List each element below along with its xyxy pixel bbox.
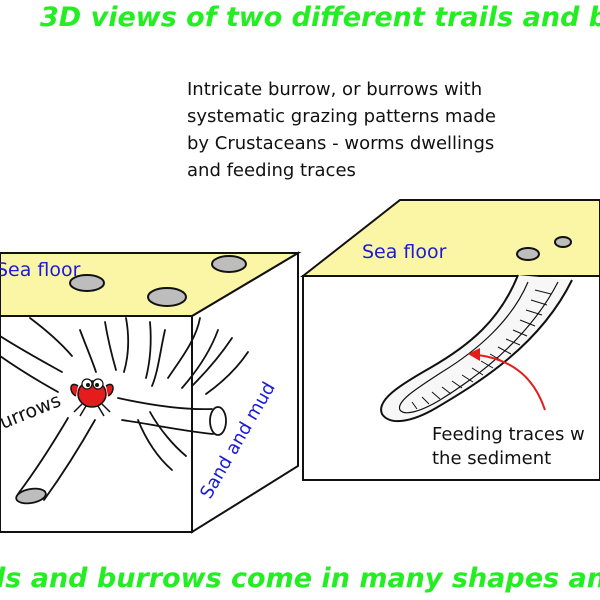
right-sea-floor-label: Sea floor (362, 241, 447, 263)
right-block-sea-floor (300, 199, 600, 277)
feeding-arrow (468, 348, 546, 411)
feeding-traces-line-2: the sediment (432, 448, 551, 469)
description-line-2: systematic grazing patterns made (187, 106, 496, 127)
burrow-network (0, 317, 249, 505)
burrow-opening (554, 236, 572, 248)
feeding-traces-line-1: Feeding traces w (432, 424, 585, 445)
burrow-opening (211, 255, 247, 273)
right-block: Sea floor Feeding traces w the sediment (300, 199, 600, 481)
description-line-1: Intricate burrow, or burrows with (187, 79, 482, 100)
crab-icon (70, 378, 114, 417)
footer-caption: ls and burrows come in many shapes and s (0, 563, 600, 594)
burrow-opening (69, 274, 105, 292)
description-text: Intricate burrow, or burrows with system… (187, 79, 496, 181)
left-block: Sea floor urrows Sand and mud (0, 251, 302, 534)
feeding-trace (380, 274, 573, 423)
left-sea-floor-label: Sea floor (0, 259, 81, 281)
description-line-4: and feeding traces (187, 160, 356, 181)
burrow-opening (516, 247, 540, 261)
diagram-title: 3D views of two different trails and bur (40, 2, 600, 33)
description-line-3: by Crustaceans - worms dwellings (187, 133, 494, 154)
burrow-opening (147, 287, 187, 307)
